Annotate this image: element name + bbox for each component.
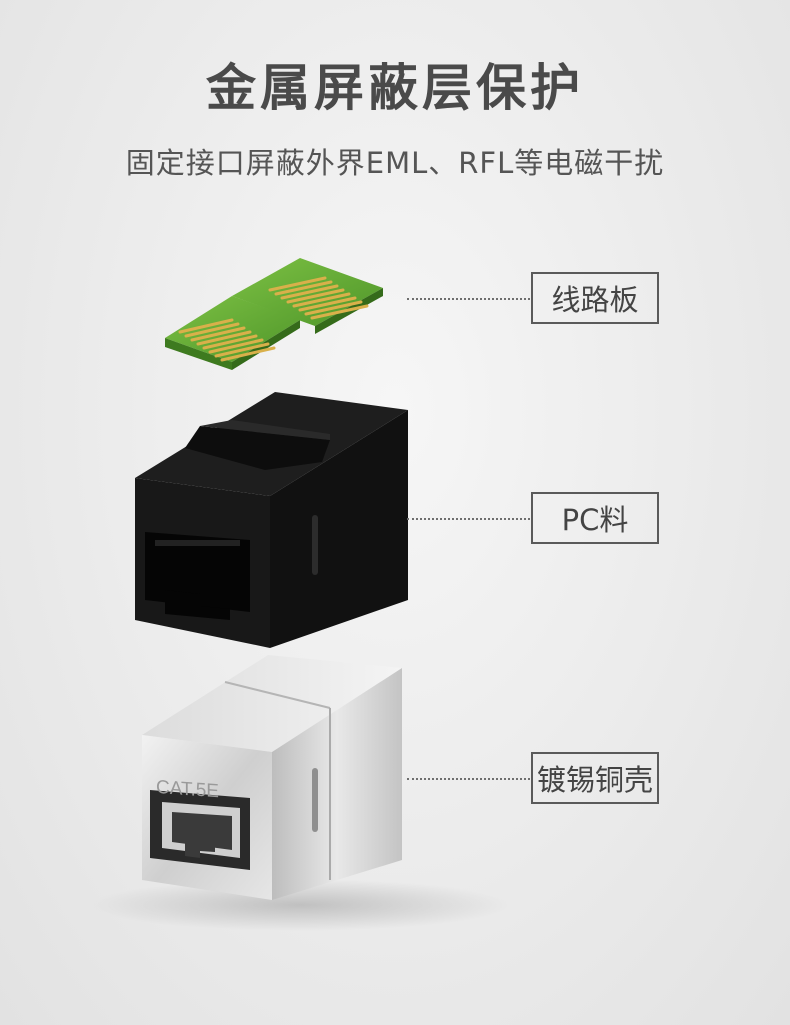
shell-leader-line <box>407 778 530 780</box>
pcb-label-text: 线路板 <box>551 283 639 317</box>
gold-contacts <box>178 276 369 362</box>
pcb-board <box>165 258 383 370</box>
pcb-leader-line <box>407 298 530 300</box>
page-title: 金属屏蔽层保护 <box>206 59 584 117</box>
pc-leader-line <box>407 518 530 520</box>
pcb-label: 线路板 <box>531 272 659 324</box>
shell-label: 镀锡铜壳 <box>531 752 659 804</box>
tin-plated-copper-shell: CAT.5E <box>90 655 510 931</box>
shell-marking: CAT.5E <box>156 777 219 802</box>
pc-material-label-text: PC料 <box>561 503 629 537</box>
pc-plastic-housing <box>135 392 408 648</box>
pc-material-label: PC料 <box>531 492 659 544</box>
shell-label-text: 镀锡铜壳 <box>536 763 653 797</box>
page-subtitle: 固定接口屏蔽外界EML、RFL等电磁干扰 <box>125 146 665 180</box>
